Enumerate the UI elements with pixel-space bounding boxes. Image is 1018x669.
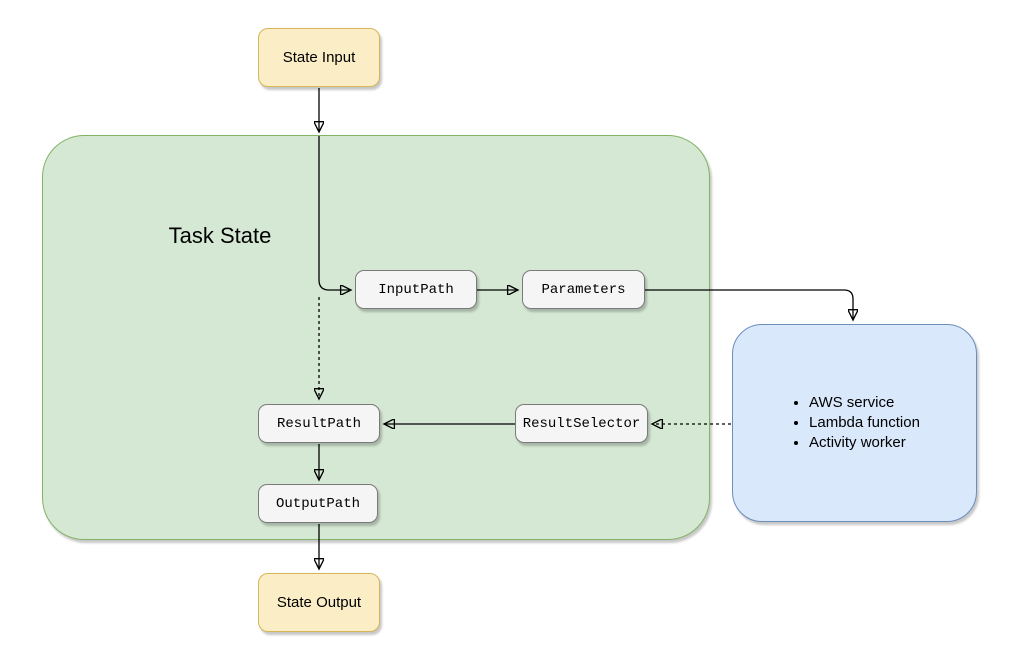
service-list-item-lambda-function: Lambda function (809, 413, 920, 433)
task-state-title: Task State (168, 223, 272, 248)
state-input-node: State Input (258, 28, 380, 87)
result-selector-node: ResultSelector (515, 404, 648, 443)
state-output-node: State Output (258, 573, 380, 632)
service-list-item-aws-service: AWS service (809, 393, 920, 413)
parameters-node: Parameters (522, 270, 645, 309)
service-box: AWS service Lambda function Activity wor… (732, 324, 977, 522)
task-state-container (42, 135, 710, 540)
result-path-node: ResultPath (258, 404, 380, 443)
input-path-node: InputPath (355, 270, 477, 309)
service-list-item-activity-worker: Activity worker (809, 433, 920, 453)
service-list: AWS service Lambda function Activity wor… (789, 393, 920, 453)
output-path-node: OutputPath (258, 484, 378, 523)
